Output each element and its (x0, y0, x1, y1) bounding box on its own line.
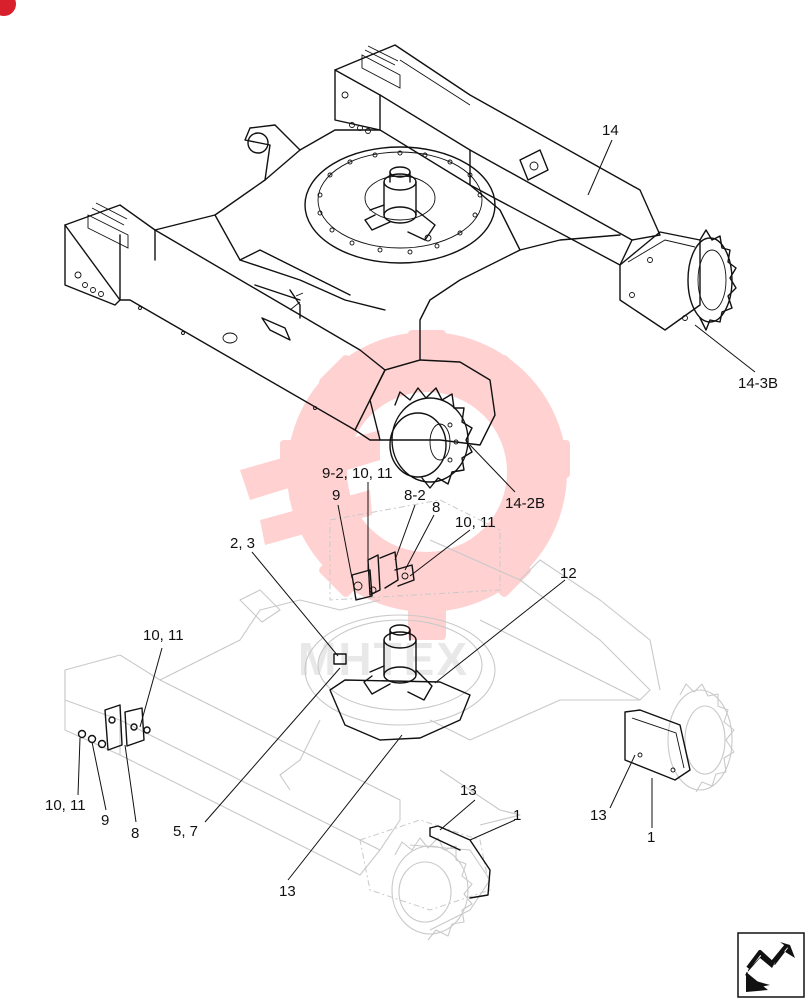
lower-swivel-joint (329, 624, 471, 741)
next-page-arrow-icon[interactable] (737, 932, 805, 998)
callout-14-3b: 14-3B (738, 375, 778, 392)
callout-1-mid: 1 (513, 807, 521, 824)
callout-10-11-left-bottom: 10, 11 (45, 797, 86, 814)
sprocket-center-top-icon (389, 387, 473, 489)
callout-1-right: 1 (647, 829, 655, 846)
callout-9-2-10-11: 9-2, 10, 11 (322, 465, 393, 482)
callout-14: 14 (602, 122, 619, 139)
callout-13-right: 13 (590, 807, 607, 824)
callout-9-top: 9 (332, 487, 340, 504)
callout-2-3: 2, 3 (230, 535, 255, 552)
bracket-assembly (351, 551, 415, 601)
part-2-3-icon (333, 653, 347, 665)
sprocket-right-top-icon (687, 229, 737, 331)
left-bracket (77, 704, 151, 751)
callout-8-left: 8 (131, 825, 139, 842)
callout-8-top: 8 (432, 499, 440, 516)
callout-13-mid: 13 (460, 782, 477, 799)
callout-8-2: 8-2 (404, 487, 426, 504)
cover-plate-bottom (429, 825, 491, 899)
callout-10-11-top: 10, 11 (455, 514, 496, 531)
lower-track-frame-phantom (64, 499, 735, 941)
callout-14-2b: 14-2B (505, 495, 545, 512)
leader-lines (77, 139, 756, 881)
watermark-gear-icon (240, 330, 570, 640)
upper-track-frame (64, 44, 737, 489)
callout-10-11-left-top: 10, 11 (143, 627, 184, 644)
callout-12: 12 (560, 565, 577, 582)
callout-9-left: 9 (101, 812, 109, 829)
red-corner-marker (0, 0, 16, 16)
callout-5-7: 5, 7 (173, 823, 198, 840)
callout-13-bottom: 13 (279, 883, 296, 900)
cover-plate-right (624, 709, 691, 781)
